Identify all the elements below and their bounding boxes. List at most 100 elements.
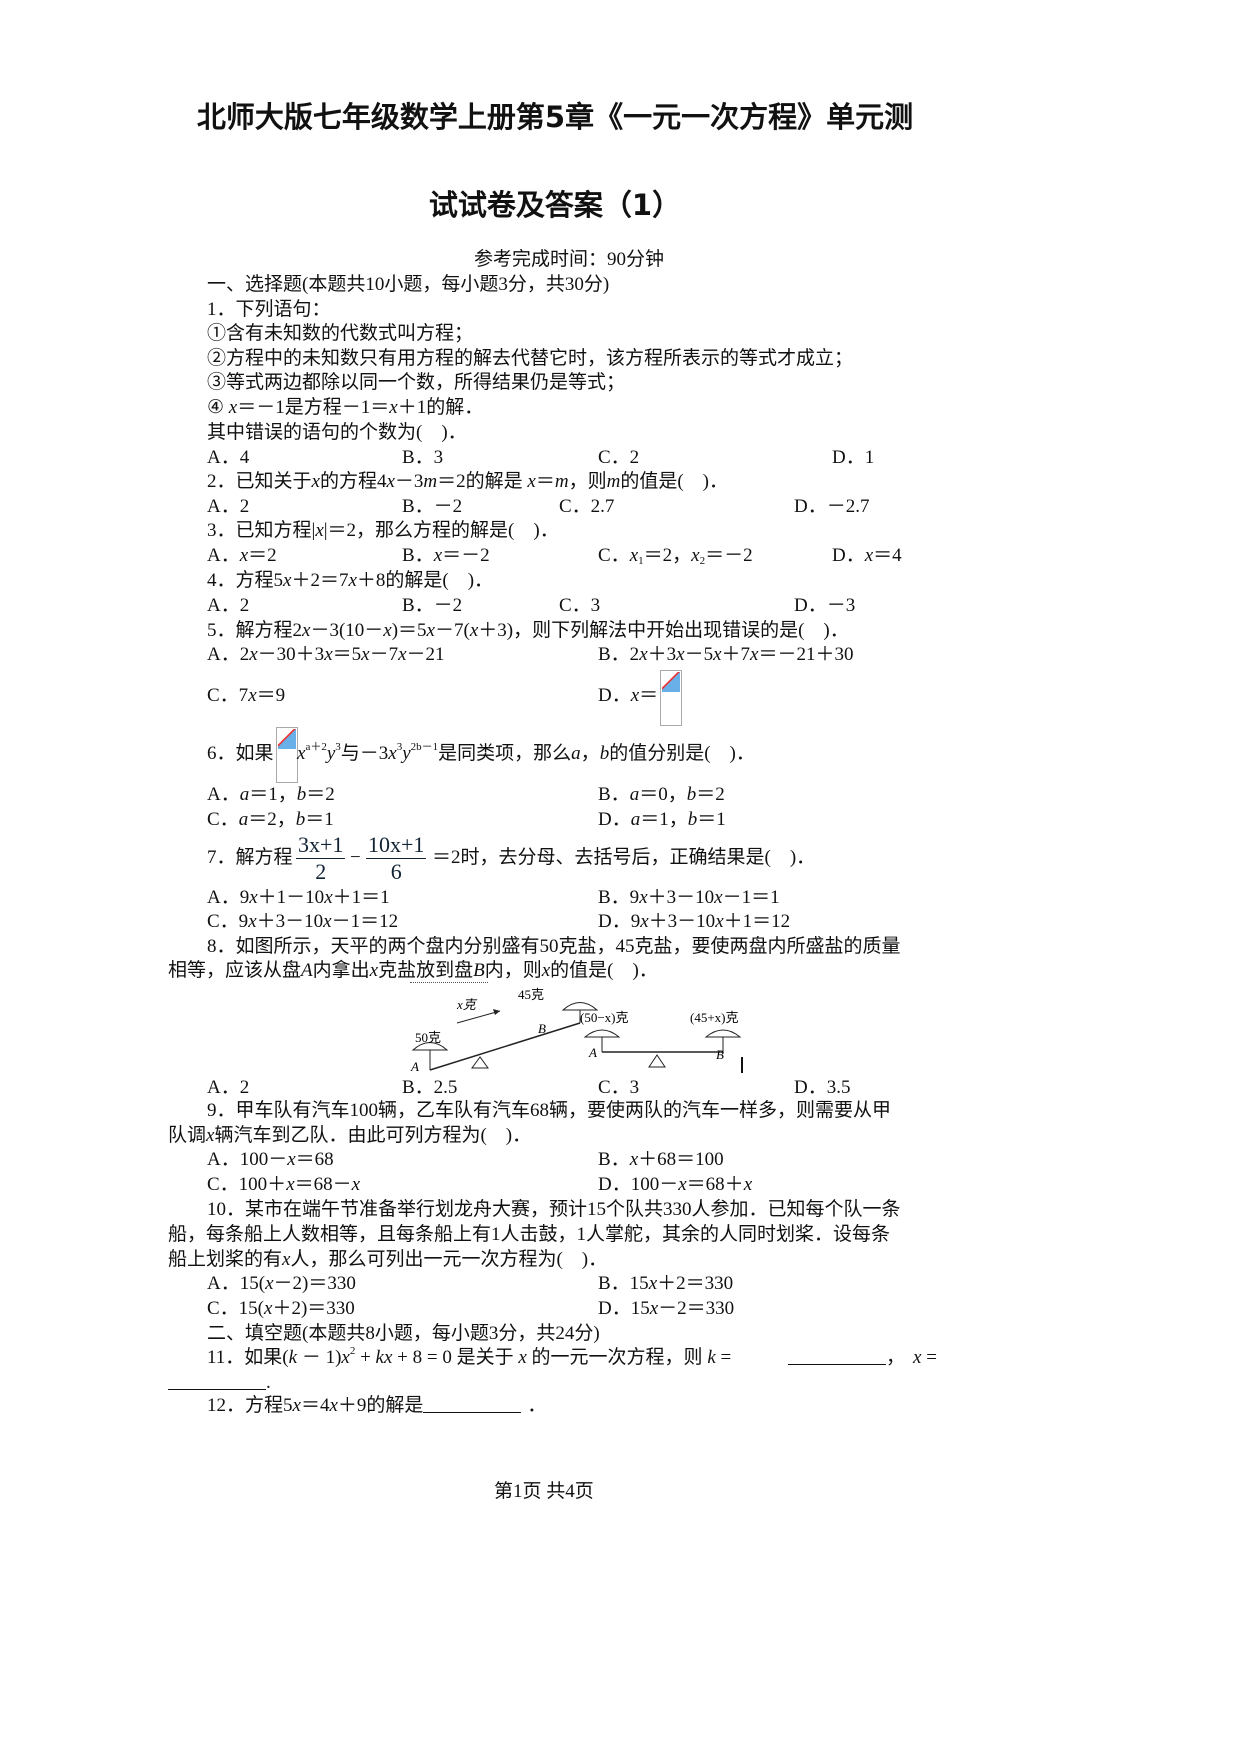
text-run: C．100＋ bbox=[207, 1174, 287, 1195]
text-run: + bbox=[355, 1347, 376, 1368]
text-run: x bbox=[248, 685, 257, 706]
option: A．4 bbox=[207, 447, 250, 468]
text-run: )＝5 bbox=[391, 620, 427, 641]
text-run: b bbox=[599, 743, 610, 764]
text-run: ＝9 bbox=[256, 685, 286, 706]
q4-stem: 4．方程5x＋2＝7x＋8的解是( )． bbox=[207, 569, 493, 593]
text-run: x bbox=[640, 911, 649, 932]
text-run: x bbox=[361, 644, 370, 665]
q7-prefix: 7．解方程 bbox=[207, 847, 293, 868]
option: D．3.5 bbox=[794, 1077, 851, 1098]
text-run: 内拿出 bbox=[312, 960, 370, 981]
text-run: x bbox=[324, 644, 333, 665]
text-run: C． bbox=[598, 545, 630, 566]
text-run: x bbox=[386, 471, 395, 492]
text-run: 内，则 bbox=[484, 960, 542, 981]
text-run: x bbox=[297, 743, 306, 764]
option: D．9x＋3－10x＋1＝12 bbox=[598, 910, 790, 934]
q12-stem: 12．方程5x＝4x＋9的解是． bbox=[207, 1394, 546, 1418]
label: B bbox=[538, 1021, 546, 1036]
text-run: ＋1＝1 bbox=[332, 887, 390, 908]
option: D．1 bbox=[832, 447, 875, 468]
text-run: x bbox=[282, 1249, 291, 1270]
text-run: k bbox=[288, 1347, 298, 1368]
page-footer: 第1页 共4页 bbox=[494, 1481, 594, 1502]
text-run: ＋8的解是( )． bbox=[356, 570, 494, 591]
option: B．x＋68＝100 bbox=[598, 1148, 724, 1172]
option: A．x＝2 bbox=[207, 544, 277, 568]
text-run: x bbox=[630, 685, 640, 706]
text-run: ＝2， bbox=[643, 545, 692, 566]
label: x克 bbox=[456, 997, 478, 1012]
q9-stem: 队调x辆汽车到乙队．由此可列方程为( )． bbox=[168, 1124, 531, 1148]
text-run: = bbox=[715, 1347, 732, 1368]
text-run: x bbox=[351, 1174, 361, 1195]
text-run: x bbox=[265, 1273, 274, 1294]
text-run: x bbox=[311, 471, 320, 492]
doc-title-line1: 北师大版七年级数学上册第5章《一元一次方程》单元测 bbox=[196, 100, 914, 134]
text-run: x bbox=[469, 620, 479, 641]
text-run: x bbox=[249, 644, 258, 665]
option: D．x＝ bbox=[598, 684, 658, 708]
option: D．－2.7 bbox=[794, 496, 870, 517]
text-run: 相等，应该从盘 bbox=[168, 960, 302, 981]
q11-stem: 11．如果(k － 1)x2 + kx + 8 = 0 是关于 x 的一元一次方… bbox=[207, 1346, 731, 1370]
q5-stem: 5．解方程2x－3(10－x)＝5x－7(x＋3)，则下列解法中开始出现错误的是… bbox=[207, 619, 849, 643]
text-run: 5．解方程2 bbox=[207, 620, 303, 641]
option: B．2.5 bbox=[402, 1077, 458, 1098]
text-run: x bbox=[302, 620, 311, 641]
label: A bbox=[588, 1045, 597, 1060]
text-run: x bbox=[323, 911, 332, 932]
text-run: x bbox=[389, 397, 398, 418]
numerator: 3x+1 bbox=[296, 832, 346, 859]
label: A bbox=[410, 1059, 419, 1074]
text-run: ＝68＋ bbox=[686, 1174, 744, 1195]
text-run: B． bbox=[598, 1149, 630, 1170]
option: C．3 bbox=[559, 595, 601, 616]
text-run: a bbox=[571, 743, 581, 764]
text-run: x bbox=[743, 1174, 753, 1195]
q10-stem: 10．某市在端午节准备举行划龙舟大赛，预计15个队共330人参加．已知每个队一条 bbox=[207, 1199, 901, 1220]
text-run: y bbox=[326, 743, 336, 764]
text-run: ＝2 bbox=[248, 545, 277, 566]
text-run: b bbox=[687, 809, 698, 830]
option: A．2x－30＋3x＝5x－7x－21 bbox=[207, 643, 445, 667]
text-run: a bbox=[630, 809, 641, 830]
q8-stem: 8．如图所示，天平的两个盘内分别盛有50克盐，45克盐，要使两盘内所盛盐的质量 bbox=[207, 936, 901, 957]
q8-stem: 相等，应该从盘A内拿出x克盐放到盘B内，则x的值是( )． bbox=[168, 959, 658, 983]
text-run: A．9 bbox=[207, 887, 250, 908]
text-run: －21 bbox=[406, 644, 445, 665]
option: A．100－x＝68 bbox=[207, 1148, 334, 1172]
text-run: 2 bbox=[349, 1345, 356, 1357]
text-run: x bbox=[292, 1395, 301, 1416]
text-run: C．15( bbox=[207, 1298, 265, 1319]
text-run: 的值分别是( )． bbox=[609, 743, 755, 764]
text-run: －30＋3 bbox=[257, 644, 325, 665]
text-run: x bbox=[264, 1298, 273, 1319]
text-run: D．15 bbox=[598, 1298, 650, 1319]
option: A．2 bbox=[207, 595, 250, 616]
option: C．7x＝9 bbox=[207, 684, 285, 708]
text-run: ＋3－10 bbox=[647, 887, 715, 908]
denominator: 6 bbox=[390, 859, 402, 884]
text-run: ＋68＝100 bbox=[638, 1149, 724, 1170]
text-run: －2)＝330 bbox=[273, 1273, 356, 1294]
text-run: A bbox=[301, 960, 313, 981]
text-run: x bbox=[649, 1298, 659, 1319]
q12-text: 12．方程5x＝4x＋9的解是 bbox=[207, 1395, 423, 1416]
text-run: ＝－21＋30 bbox=[758, 644, 854, 665]
text-run: －5 bbox=[684, 644, 714, 665]
text-run: A．15( bbox=[207, 1273, 266, 1294]
text-run: D．100－ bbox=[598, 1174, 679, 1195]
text-run: ＋3－10 bbox=[648, 911, 716, 932]
text-run: 4．方程5 bbox=[207, 570, 284, 591]
text-run: 是同类项，那么 bbox=[438, 743, 572, 764]
option: B．－2 bbox=[402, 595, 463, 616]
text-run: － 1) bbox=[297, 1347, 342, 1368]
text-run: ＋9的解是 bbox=[337, 1395, 424, 1416]
option: C．100＋x＝68－x bbox=[207, 1173, 360, 1197]
text-run: B．9 bbox=[598, 887, 640, 908]
broken-image-icon bbox=[660, 670, 682, 726]
